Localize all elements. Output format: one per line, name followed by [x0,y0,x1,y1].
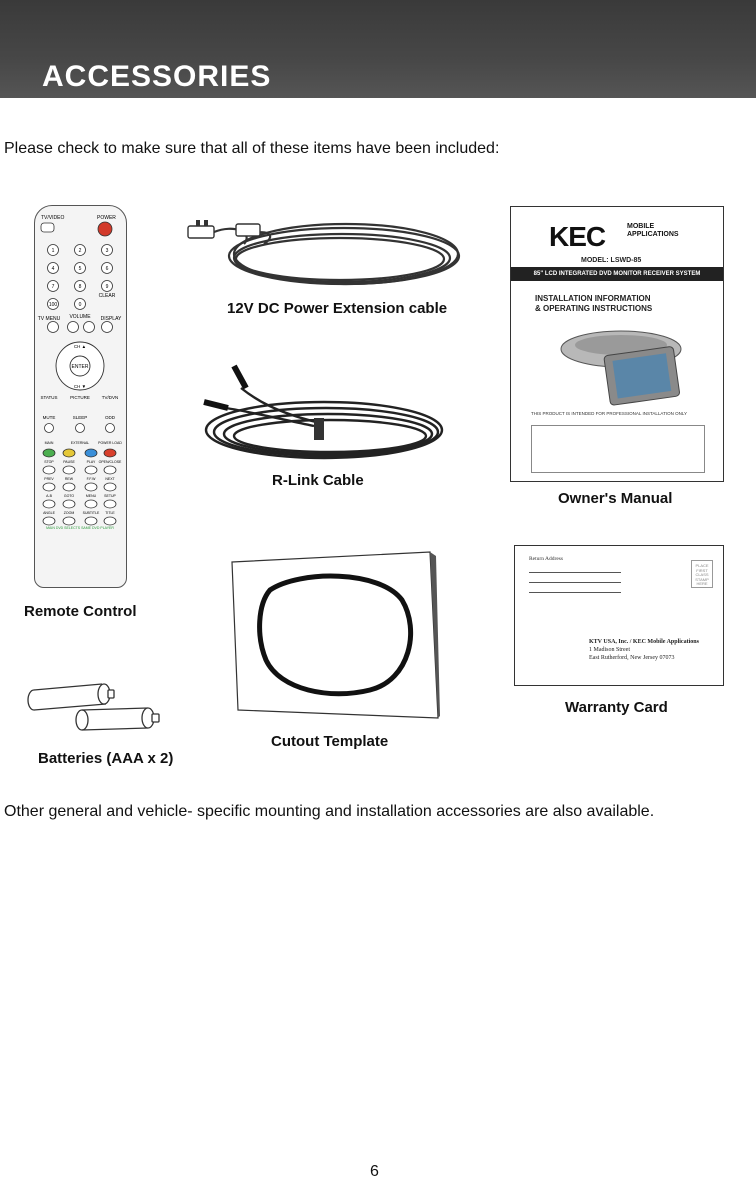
svg-text:TV/DVN: TV/DVN [102,395,119,400]
svg-text:TV/VIDEO: TV/VIDEO [41,215,64,221]
svg-text:MAIN: MAIN [45,441,54,445]
svg-text:CH ▲: CH ▲ [74,344,86,349]
svg-text:2: 2 [79,248,82,254]
warranty-address-line-3: East Rutherford, New Jersey 07073 [589,655,675,661]
batteries-image [26,680,166,736]
power-cable-image [184,214,466,292]
remote-control-caption: Remote Control [24,603,137,620]
warranty-return-label: Return Address [529,556,564,562]
svg-text:1: 1 [52,248,55,254]
svg-text:GOTO: GOTO [64,494,75,498]
svg-text:CLEAR: CLEAR [99,293,116,299]
manual-monitor-photo [560,330,682,406]
svg-text:DISPLAY: DISPLAY [101,316,122,322]
svg-text:MAIN DVD SELECTS SAME DVD PLAY: MAIN DVD SELECTS SAME DVD PLAYER [46,526,114,530]
svg-text:0: 0 [79,302,82,308]
svg-text:PLAY: PLAY [87,460,96,464]
remote-control-image: TV/VIDEO POWER 1 2 3 4 5 6 7 8 9 100 0 CLEAR VO… [34,205,127,588]
svg-text:7: 7 [52,284,55,290]
svg-text:STATUS: STATUS [40,395,57,400]
svg-text:ZOOM: ZOOM [64,511,75,515]
svg-text:PICTURE: PICTURE [70,395,90,400]
svg-text:ANGLE: ANGLE [43,511,56,515]
svg-text:SLEEP: SLEEP [73,415,88,420]
svg-text:POWER: POWER [97,215,116,221]
warranty-card-caption: Warranty Card [565,699,668,716]
svg-text:MENU: MENU [86,494,97,498]
svg-text:100: 100 [49,302,58,308]
owners-manual-caption: Owner's Manual [558,490,673,507]
svg-text:SUBTITLE: SUBTITLE [83,511,100,515]
warranty-card-image: Return Address PLACE FIRST CLASS STAMP H… [514,545,724,686]
svg-text:MUTE: MUTE [43,415,56,420]
manual-heading-1: INSTALLATION INFORMATION [535,294,651,303]
svg-text:PREV: PREV [44,477,54,481]
page-header: ACCESSORIES [0,0,756,98]
svg-text:VOLUME: VOLUME [69,314,91,320]
svg-text:9: 9 [106,284,109,290]
manual-band: 85" LCD INTEGRATED DVD MONITOR RECEIVER … [511,267,723,281]
svg-text:ENTER: ENTER [72,364,89,370]
svg-text:NEXT: NEXT [105,477,115,481]
svg-text:STOP: STOP [44,460,54,464]
svg-text:F.F.W: F.F.W [87,477,96,481]
svg-text:CH ▼: CH ▼ [74,384,86,389]
power-cable-caption: 12V DC Power Extension cable [227,300,448,317]
svg-text:4: 4 [52,266,55,272]
svg-text:6: 6 [106,266,109,272]
manual-logo: KEC [549,221,606,252]
manual-logo-sub-2: APPLICATIONS [627,231,679,238]
rlink-cable-caption: R-Link Cable [272,472,364,489]
svg-text:POWER LOAD: POWER LOAD [98,441,122,445]
footer-note: Other general and vehicle- specific moun… [4,803,655,820]
svg-text:A-B: A-B [46,494,53,498]
warranty-address: KTV USA, Inc. / KEC Mobile Applications … [589,638,699,662]
svg-text:3: 3 [106,248,109,254]
cutout-template-image [230,550,440,720]
svg-text:8: 8 [79,284,82,290]
svg-text:TV MENU: TV MENU [38,316,61,322]
svg-text:EXTERNAL: EXTERNAL [71,441,90,445]
svg-text:OPEN/CLOSE: OPEN/CLOSE [99,460,122,464]
intro-text: Please check to make sure that all of th… [4,140,500,157]
manual-warning-box [531,425,705,473]
owners-manual-image: KEC MOBILE APPLICATIONS MODEL: LSWD-85 8… [510,206,724,482]
svg-text:TITLE: TITLE [105,511,115,515]
svg-text:SETUP: SETUP [104,494,116,498]
svg-text:PAUSE: PAUSE [63,460,75,464]
manual-logo-sub-1: MOBILE [627,223,655,230]
warranty-address-line-2: 1 Madison Street [589,647,630,653]
warranty-stamp-box: PLACE FIRST CLASS STAMP HERE [691,560,713,588]
cutout-template-caption: Cutout Template [271,733,389,750]
rlink-cable-image [196,360,464,468]
svg-text:5: 5 [79,266,82,272]
svg-text:ODD: ODD [105,415,116,420]
page-title: ACCESSORIES [42,60,272,93]
svg-text:REW: REW [65,477,74,481]
page-number: 6 [370,1163,379,1180]
manual-note: THIS PRODUCT IS INTENDED FOR PROFESSIONA… [531,411,688,416]
warranty-address-line-1: KTV USA, Inc. / KEC Mobile Applications [589,639,699,645]
manual-model: MODEL: LSWD-85 [581,257,642,264]
batteries-caption: Batteries (AAA x 2) [38,750,174,767]
manual-heading-2: & OPERATING INSTRUCTIONS [535,304,653,313]
